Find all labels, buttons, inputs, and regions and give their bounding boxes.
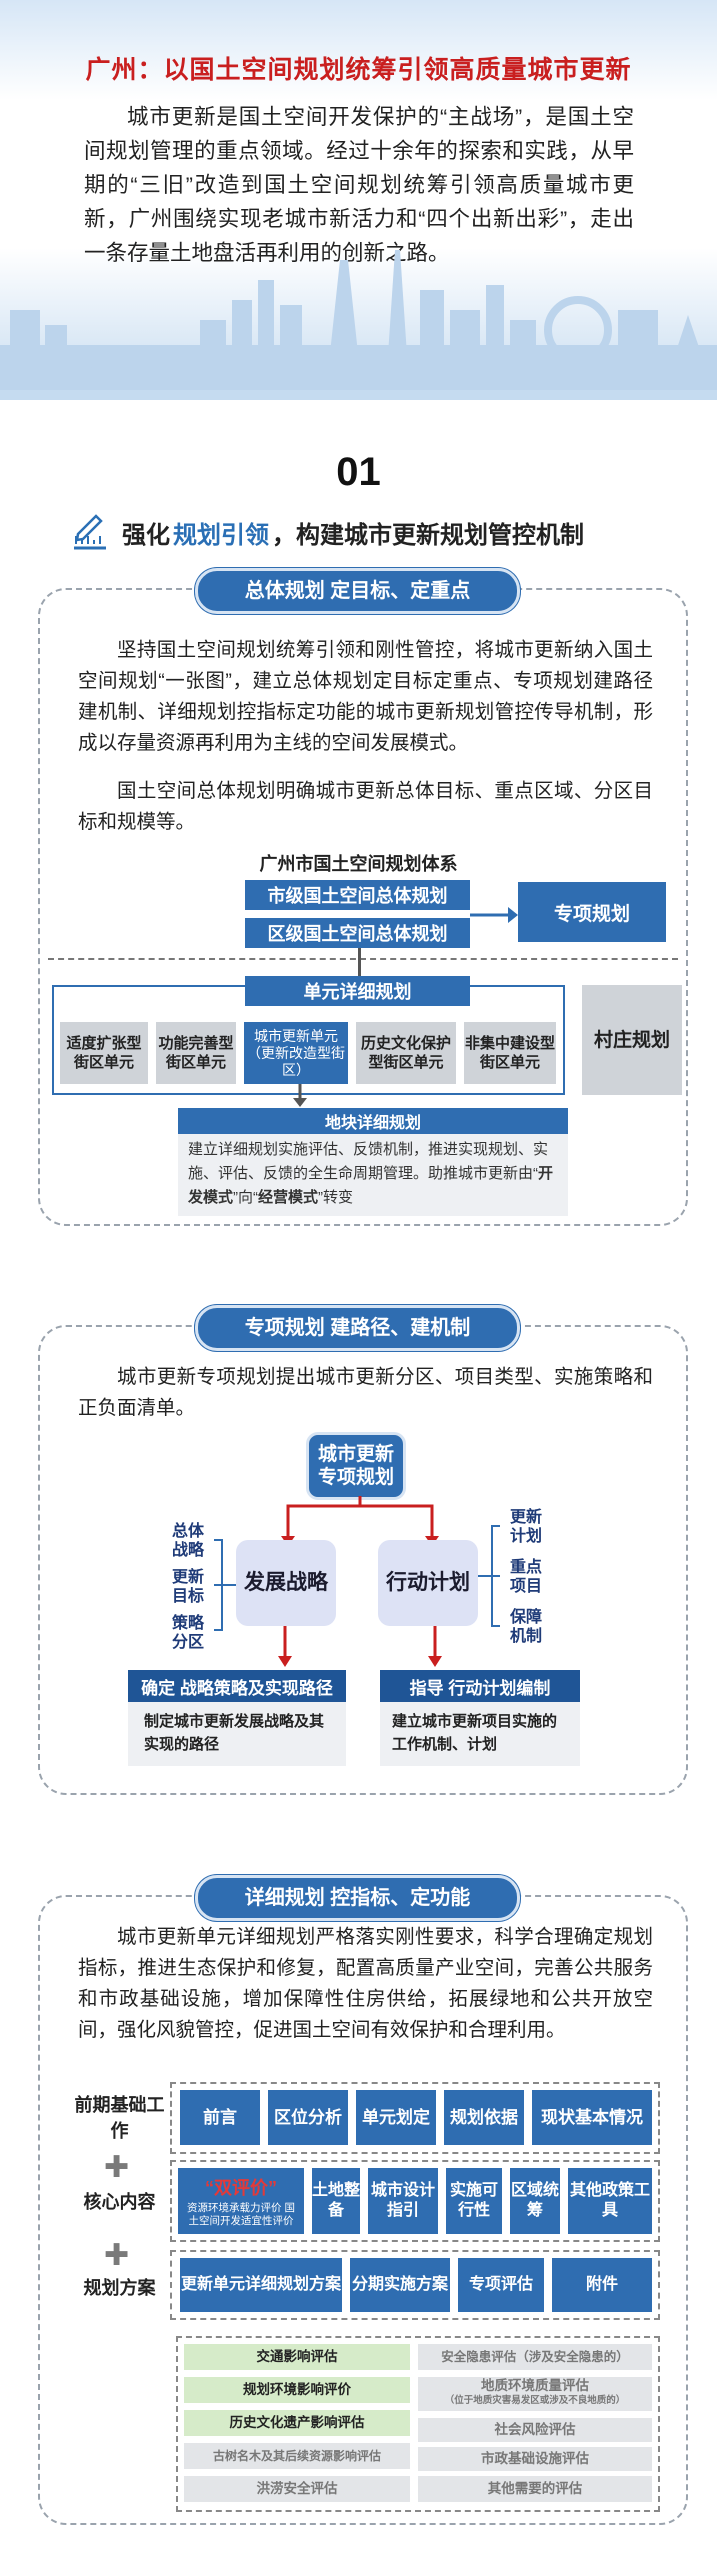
heading-keyword: 规划引领 (173, 521, 269, 549)
eval-left-1: 交通影响评估 (184, 2344, 410, 2370)
planning-system-title: 广州市国土空间规划体系 (259, 854, 458, 874)
heading-prefix: 强化 (122, 521, 170, 549)
left-item-2: 更新目标 (171, 1569, 204, 1605)
arrow-down-icon (293, 1084, 307, 1107)
city-plan-box: 市级国土空间总体规划 (245, 880, 470, 910)
eval-right-5: 其他需要的评估 (418, 2476, 652, 2502)
row3-frame (170, 2250, 660, 2320)
connector-line (358, 948, 361, 978)
unit-box-1: 适度扩张型街区单元 (60, 1022, 148, 1084)
eval-right-2: 地质环境质量评估 （位于地质灾害易发区或涉及不良地质的） (418, 2377, 652, 2411)
unit-box-4: 历史文化保护型街区单元 (356, 1022, 456, 1084)
row2-frame (170, 2160, 660, 2242)
eval-left-3: 历史文化遗产影响评估 (184, 2410, 410, 2436)
overall-plan-para2: 国土空间总体规划明确城市更新总体目标、重点区域、分区目标和规模等。 (78, 780, 653, 833)
action-plan-box: 行动计划 (378, 1540, 478, 1626)
special-plan-box: 专项规划 (518, 882, 666, 942)
row2-item-3: 城市设计指引 (368, 2168, 438, 2234)
right-item-1: 更新计划 (509, 1509, 542, 1545)
eval-right-4: 市政基础设施评估 (418, 2447, 652, 2471)
ruler-pencil-icon (74, 514, 106, 550)
evaluation-frame (176, 2336, 660, 2512)
row3-label: 规划方案 (83, 2278, 156, 2298)
diagram-divider (48, 958, 678, 960)
unit-box-2: 功能完善型街区单元 (156, 1022, 236, 1084)
eval-right-2-sub: （位于地质灾害易发区或涉及不良地质的） (444, 2395, 626, 2406)
row1-item-5: 现状基本情况 (532, 2090, 652, 2145)
arrow-to-special-icon (470, 907, 518, 923)
down-arrows-icon (278, 1626, 442, 1667)
row2-item-5: 区域统筹 (510, 2168, 560, 2234)
dual-evaluation-sub: 资源环境承载力评价 国土空间开发适宜性评价 (187, 2202, 295, 2227)
page-title: 广州：以国土空间规划统筹引领高质量城市更新 (85, 56, 632, 84)
row1-item-4: 规划依据 (444, 2090, 524, 2145)
overall-plan-para1: 坚持国土空间规划统筹引领和刚性管控，将城市更新纳入国土空间规划“一张图”，建立总… (78, 639, 653, 754)
right-item-2: 重点项目 (509, 1559, 542, 1595)
eval-right-2-title: 地质环境质量评估 (481, 2378, 589, 2393)
action-bar: 指导 行动计划编制 (380, 1670, 580, 1702)
detailed-plan-para: 城市更新单元详细规划严格落实刚性要求，科学合理确定规划指标，推进生态保护和修复，… (78, 1926, 653, 2041)
left-item-3: 策略分区 (171, 1615, 204, 1651)
action-desc: 建立城市更新项目实施的工作机制、计划 (380, 1702, 580, 1766)
eval-left-5: 洪涝安全评估 (184, 2476, 410, 2502)
strategy-desc: 制定城市更新发展战略及其实现的路径 (128, 1702, 346, 1766)
row2-item-4: 实施可行性 (446, 2168, 502, 2234)
unit-plan-box: 单元详细规划 (245, 976, 470, 1006)
special-plan-pill: 专项规划 建路径、建机制 (195, 1305, 520, 1351)
row1-frame (170, 2082, 660, 2154)
city-skyline-image (0, 250, 717, 400)
strategy-bar: 确定 战略策略及实现路径 (128, 1670, 346, 1702)
overall-plan-pill: 总体规划 定目标、定重点 (195, 568, 520, 614)
eval-left-2: 规划环境影响评价 (184, 2377, 410, 2403)
block-desc-keyword-2: 经营模式 (258, 1189, 319, 1206)
left-item-1: 总体战略 (171, 1523, 204, 1559)
block-desc-text-1: 建立详细规划实施评估、反馈机制，推进实现规划、实施、评估、反馈的全生命周期管理。… (188, 1141, 549, 1182)
plus-icon-1: ✚ (104, 2151, 130, 2184)
section-number: 01 (336, 450, 381, 494)
row1-item-3: 单元划定 (356, 2090, 436, 2145)
row2-label: 核心内容 (83, 2192, 156, 2212)
row3-item-1: 更新单元详细规划方案 (180, 2258, 342, 2312)
split-arrows-icon (281, 1496, 439, 1546)
row1-item-2: 区位分析 (268, 2090, 348, 2145)
block-desc-text-3: ”转变 (318, 1189, 354, 1206)
block-plan-box: 地块详细规划 (178, 1108, 568, 1134)
block-plan-desc: 建立详细规划实施评估、反馈机制，推进实现规划、实施、评估、反馈的全生命周期管理。… (188, 1138, 560, 1210)
dual-evaluation-title: “双评价” (205, 2178, 277, 2198)
special-plan-para: 城市更新专项规划提出城市更新分区、项目类型、实施策略和正负面清单。 (78, 1366, 653, 1419)
eval-right-1: 安全隐患评估（涉及安全隐患的） (418, 2344, 652, 2370)
row1-item-1: 前言 (180, 2090, 260, 2145)
dual-evaluation-box: “双评价” 资源环境承载力评价 国土空间开发适宜性评价 (178, 2168, 304, 2234)
eval-left-4: 古树名木及其后续资源影响评估 (184, 2443, 410, 2469)
district-plan-box: 区级国土空间总体规划 (245, 918, 470, 948)
left-bracket (214, 1539, 236, 1631)
row2-item-6: 其他政策工具 (568, 2168, 652, 2234)
row1-label: 前期基础工作 (74, 2095, 165, 2141)
plus-icon-2: ✚ (104, 2239, 130, 2272)
row3-item-2: 分期实施方案 (350, 2258, 450, 2312)
intro-paragraph: 城市更新是国土空间开发保护的“主战场”，是国土空间规划管理的重点领域。经过十余年… (84, 105, 634, 265)
row2-item-2: 土地整备 (312, 2168, 360, 2234)
special-plan-top-box: 城市更新专项规划 (306, 1432, 406, 1500)
block-desc-text-2: ”向“ (233, 1189, 259, 1206)
unit-box-3: 城市更新单元（更新改造型街区） (244, 1022, 348, 1084)
eval-right-3: 社会风险评估 (418, 2418, 652, 2442)
strategy-box: 发展战略 (236, 1540, 336, 1626)
detailed-plan-pill: 详细规划 控指标、定功能 (195, 1875, 520, 1921)
row3-item-4: 附件 (552, 2258, 652, 2312)
heading-suffix: ，构建城市更新规划管控机制 (272, 521, 584, 549)
row3-item-3: 专项评估 (458, 2258, 544, 2312)
section-heading: 强化 规划引领 ，构建城市更新规划管控机制 (70, 512, 584, 552)
block-desc-keyword-1: 开发模式 (188, 1165, 554, 1206)
right-item-3: 保障机制 (509, 1609, 542, 1645)
unit-box-5: 非集中建设型街区单元 (464, 1022, 556, 1084)
right-bracket (478, 1525, 500, 1627)
village-plan-box: 村庄规划 (582, 985, 682, 1095)
hero-banner (0, 0, 717, 400)
